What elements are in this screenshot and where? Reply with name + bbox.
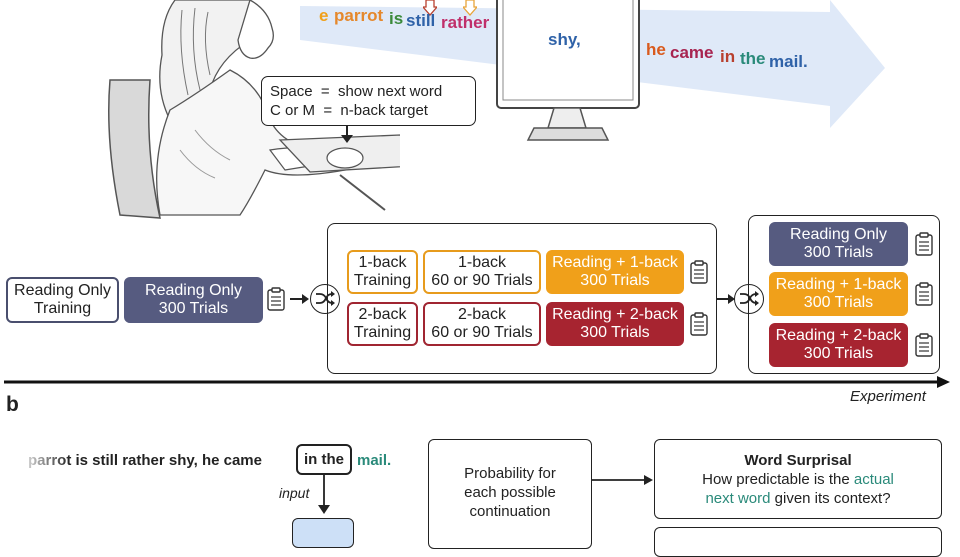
word-surprisal-box: Word Surprisal How predictable is the ac… — [654, 439, 942, 519]
participant-illustration — [108, 0, 400, 219]
experiment-axis-label: Experiment — [850, 388, 926, 405]
word-surprisal-question-2: next word given its context? — [705, 489, 891, 507]
stream-word: rather — [441, 13, 490, 32]
to-surprisal-arrow — [592, 475, 653, 485]
clipboard-icon — [690, 260, 708, 284]
stream-word: is — [389, 9, 404, 28]
clipboard-icon — [915, 333, 933, 357]
stream-word: still — [406, 11, 436, 30]
shuffle-icon — [734, 284, 764, 314]
stream-word: mail. — [769, 52, 808, 71]
down-arrow-icon — [423, 0, 437, 16]
input-label: input — [279, 485, 310, 501]
input-arrow — [318, 475, 330, 514]
down-arrow-icon — [463, 0, 477, 16]
next-word: mail. — [357, 452, 392, 469]
second-measure-box — [654, 527, 942, 557]
flow-arrow — [290, 294, 309, 304]
stream-word: the — [740, 49, 766, 68]
stream-word: he — [646, 40, 666, 59]
clipboard-icon — [915, 232, 933, 256]
context-sentence-text: parrot is still rather shy, he came — [28, 452, 262, 469]
input-window-box: in the — [296, 444, 352, 475]
clipboard-icon — [267, 287, 285, 311]
word-surprisal-question: How predictable is the actual — [702, 470, 894, 488]
key-instruction-target: C or M = n-back target — [270, 102, 428, 119]
stream-word: parrot — [334, 6, 384, 25]
screen-word: shy, — [548, 30, 581, 49]
clipboard-icon — [915, 282, 933, 306]
key-instruction-space: Space = show next word — [270, 83, 443, 100]
clipboard-icon — [690, 312, 708, 336]
stream-word: came — [670, 43, 714, 62]
flow-arrow — [716, 294, 735, 304]
experiment-timeline-arrow — [4, 376, 950, 388]
key-instruction-box: Space = show next word C or M = n-back t… — [261, 76, 476, 126]
phase3-group — [748, 215, 940, 374]
key-pointer-arrow — [341, 126, 353, 143]
shuffle-icon — [310, 284, 340, 314]
language-model-box — [292, 518, 354, 548]
stream-word: in — [720, 47, 736, 66]
probability-box: Probability for each possible continuati… — [428, 439, 592, 549]
monitor-illustration — [496, 0, 640, 141]
word-surprisal-title: Word Surprisal — [744, 451, 852, 469]
phase2-group — [327, 223, 717, 374]
stream-word-fragment: e — [319, 6, 329, 25]
panel-b-label: b — [6, 393, 19, 416]
context-sentence: parrot is still rather shy, he came — [28, 452, 262, 469]
